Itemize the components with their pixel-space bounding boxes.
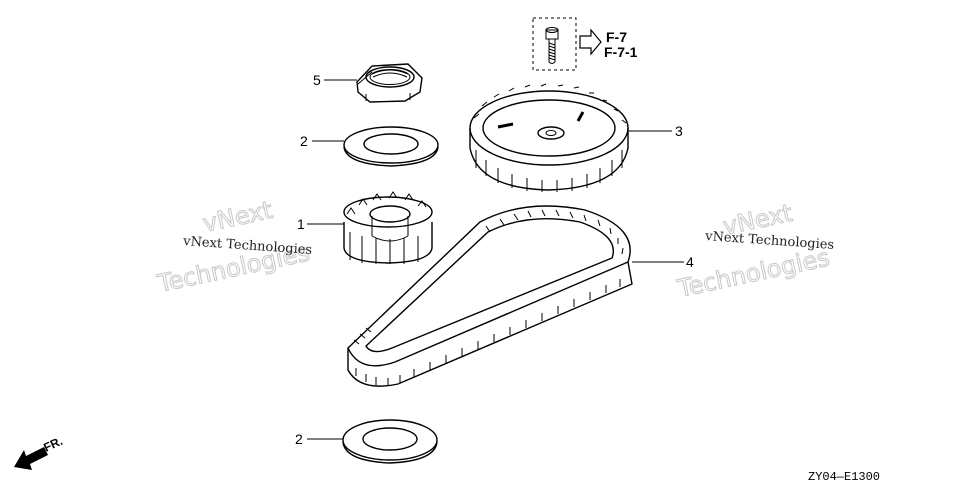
- callout-2-upper[interactable]: 2: [300, 133, 308, 149]
- watermark-left: vNext Technologies vNext Technologies: [154, 195, 313, 298]
- dashed-box: [532, 17, 577, 71]
- front-arrow-icon: [14, 447, 48, 470]
- callout-5[interactable]: 5: [313, 72, 321, 88]
- front-direction-indicator: FR.: [14, 434, 65, 470]
- front-direction-label: FR.: [41, 434, 64, 455]
- part-2-washer-upper: [343, 126, 439, 167]
- part-1-crank-sprocket: [343, 191, 433, 264]
- bolt-icon: [545, 27, 559, 64]
- watermark-right-small: vNext Technologies: [704, 229, 835, 253]
- callout-2-lower[interactable]: 2: [295, 431, 303, 447]
- part-4-timing-belt: [347, 205, 633, 387]
- reference-f7[interactable]: F-7: [606, 29, 627, 45]
- part-5-nut: [356, 63, 423, 103]
- diagram-code: ZY04—E1300: [808, 470, 880, 482]
- reference-arrow-icon: [579, 28, 602, 56]
- reference-f7-1[interactable]: F-7-1: [604, 44, 638, 60]
- watermark-left-big-1: vNext: [200, 196, 274, 238]
- watermark-right: vNext Technologies vNext Technologies: [674, 198, 835, 303]
- callout-1[interactable]: 1: [297, 216, 305, 232]
- callout-3[interactable]: 3: [675, 123, 683, 139]
- bolt-reference-box: F-7 F-7-1: [532, 17, 638, 71]
- part-3-cam-pulley: [469, 83, 629, 192]
- part-2-washer-lower: [342, 419, 438, 464]
- callout-4[interactable]: 4: [686, 254, 694, 270]
- watermark-right-big-2: Technologies: [674, 243, 832, 303]
